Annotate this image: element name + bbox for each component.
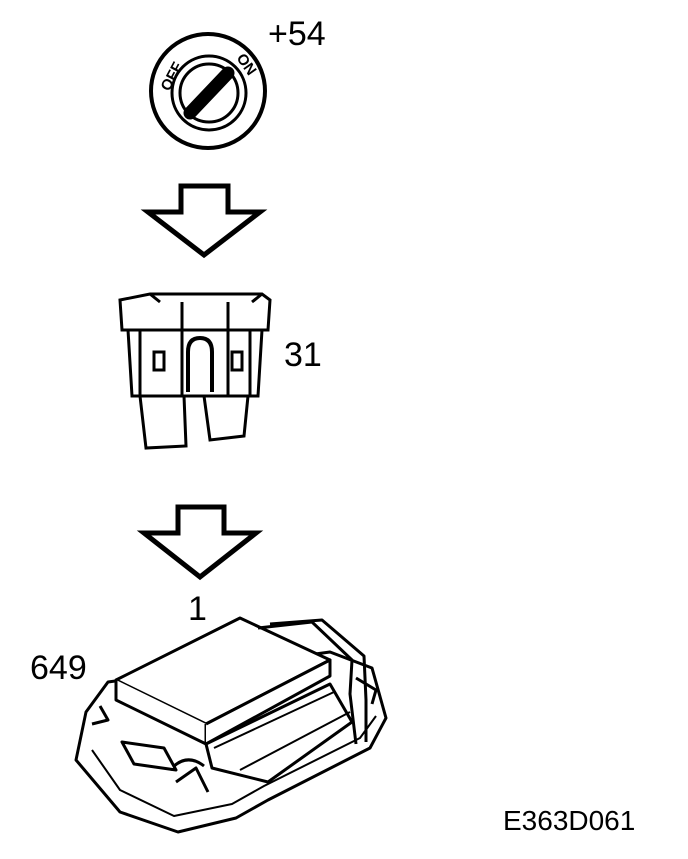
fuse-icon (118, 292, 272, 450)
ignition-switch-icon (149, 32, 267, 150)
down-arrow-icon (140, 183, 268, 259)
control-module-icon (74, 616, 388, 834)
down-arrow-icon (136, 504, 264, 581)
ignition-label: +54 (268, 15, 326, 53)
fuse-label: 31 (284, 336, 322, 374)
module-pin-label: 1 (188, 590, 207, 628)
figure-code: E363D061 (503, 805, 635, 836)
module-label: 649 (30, 649, 87, 687)
